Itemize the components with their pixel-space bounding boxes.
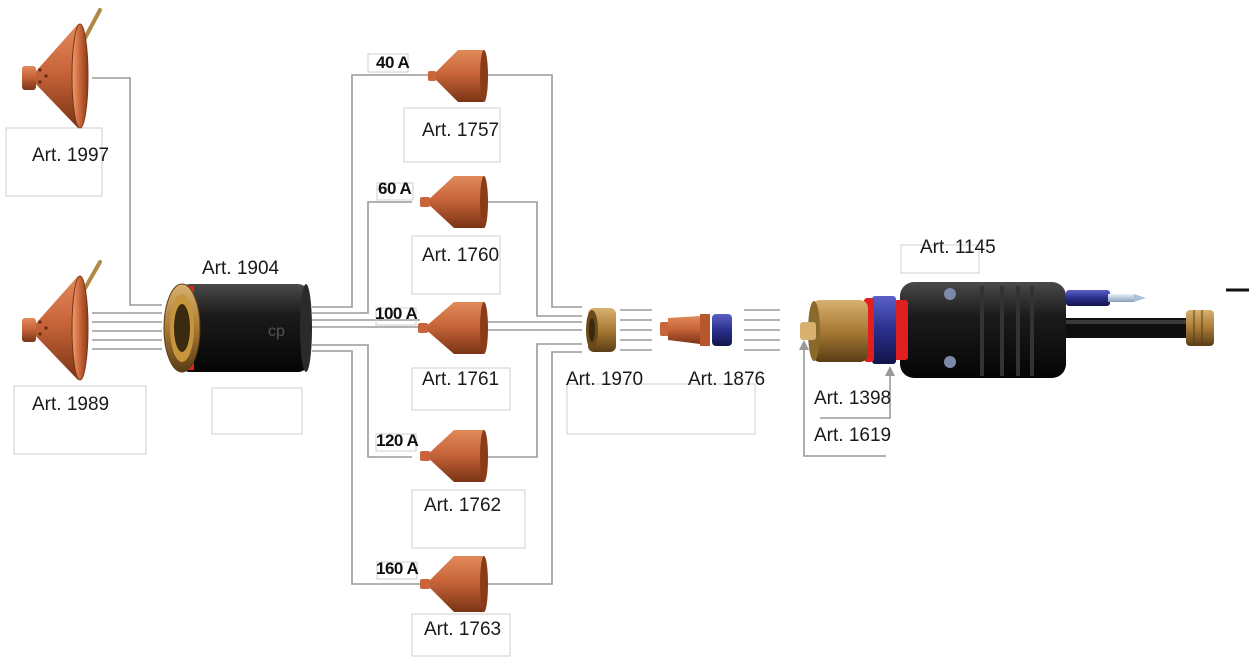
label-art-1876: Art. 1876: [688, 369, 766, 390]
label-art-1398: Art. 1398: [814, 388, 892, 409]
label-art-1762: Art. 1762: [424, 495, 502, 516]
amperage-100a: 100 A: [375, 304, 418, 323]
label-art-1763: Art. 1763: [424, 619, 502, 640]
label-boxes: [5, 53, 980, 657]
nozzle-1763: [420, 556, 488, 612]
label-art-1760: Art. 1760: [422, 245, 500, 266]
shield-cup-1989: [22, 260, 102, 381]
nozzle-1760: [420, 176, 488, 228]
nozzle-1761: [418, 302, 488, 354]
label-art-1145: Art. 1145: [920, 237, 996, 258]
label-art-1970: Art. 1970: [566, 369, 644, 390]
amperage-160a: 160 A: [376, 559, 419, 578]
torch-head: [800, 282, 1249, 378]
shield-cup-1997: [22, 8, 102, 129]
label-art-1619: Art. 1619: [814, 425, 892, 446]
label-art-1989: Art. 1989: [32, 394, 110, 415]
nozzle-1757: [428, 50, 488, 102]
label-art-1761: Art. 1761: [422, 369, 500, 390]
label-art-1757: Art. 1757: [422, 120, 500, 141]
nozzle-1762: [420, 430, 488, 482]
connector-lines: [92, 74, 891, 585]
amperage-60a: 60 A: [378, 179, 412, 198]
swirl-ring-1970: [586, 308, 616, 352]
retaining-cap-1904: cp: [163, 283, 312, 373]
svg-text:cp: cp: [268, 323, 285, 340]
electrode-1876: [660, 314, 732, 346]
leader-arrows: [799, 340, 895, 376]
amperage-120a: 120 A: [376, 431, 419, 450]
label-art-1997: Art. 1997: [32, 145, 110, 166]
amperage-40a: 40 A: [376, 53, 410, 72]
label-art-1904: Art. 1904: [202, 258, 280, 279]
